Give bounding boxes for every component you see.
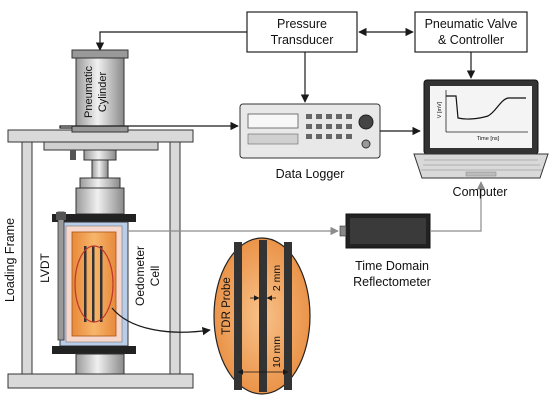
frame-right-column	[169, 141, 181, 375]
data-logger-device	[239, 103, 381, 159]
frame-left-column	[21, 141, 33, 375]
probe-rod-3	[100, 246, 103, 322]
pneumatic-valve-label-2: & Controller	[438, 33, 504, 47]
zoom-region-marker	[74, 245, 114, 323]
screen-waveform	[446, 95, 526, 120]
oedometer-cell-label-1: Oedometer	[133, 246, 147, 306]
pressure-transducer-label-2: Transducer	[271, 33, 334, 47]
zoom-rod-right	[284, 242, 292, 390]
frame-crossbar	[43, 141, 159, 151]
laptop-computer	[413, 79, 549, 179]
lvdt-sensor	[56, 211, 66, 341]
pneumatic-cylinder-label-1: Pneumatic	[83, 66, 95, 118]
logger-knob	[358, 114, 374, 130]
data-logger-label: Data Logger	[276, 167, 345, 181]
loading-frame-label: Loading Frame	[3, 218, 17, 302]
computer-label: Computer	[453, 185, 508, 199]
probe-rod-1	[84, 246, 87, 322]
frame-base	[7, 373, 194, 389]
probe-rod-2	[92, 246, 95, 322]
tdr-connector	[339, 225, 347, 237]
zoom-rod-center	[259, 240, 267, 392]
lvdt-label: LVDT	[38, 252, 52, 282]
cell-top-plate	[52, 214, 136, 222]
pneumatic-cylinder-label-2: Cylinder	[97, 71, 109, 112]
pneumatic-cylinder	[71, 49, 129, 133]
tdr-label-2: Reflectometer	[353, 275, 431, 289]
crossbar-clamp	[70, 150, 76, 160]
pressure-transducer-box	[246, 11, 358, 53]
connections	[59, 27, 486, 336]
load-piston	[75, 149, 125, 215]
loading-frame	[7, 129, 194, 389]
oedometer-cell-label-2: Cell	[148, 266, 162, 287]
dim-2mm-label: 2 mm	[271, 265, 283, 292]
pressure-transducer-label-1: Pressure	[277, 17, 327, 31]
tdr-device	[339, 213, 431, 249]
pneumatic-valve-controller-box	[414, 11, 528, 53]
cell-base-pedestal	[75, 353, 125, 375]
tdr-label-1: Time Domain	[355, 259, 429, 273]
dim-10mm-label: 10 mm	[271, 336, 283, 368]
cell-bottom-plate	[52, 346, 136, 354]
pneumatic-valve-label-1: Pneumatic Valve	[425, 17, 518, 31]
oedometer-cell	[52, 214, 136, 375]
zoom-rod-left	[234, 242, 242, 390]
screen-xlabel: Time [ns]	[477, 136, 500, 142]
screen-ylabel: V [mV]	[437, 101, 443, 118]
tdr-probe-label: TDR Probe	[221, 277, 233, 335]
tdr-probe-zoom	[213, 237, 311, 395]
logger-display	[247, 113, 299, 129]
